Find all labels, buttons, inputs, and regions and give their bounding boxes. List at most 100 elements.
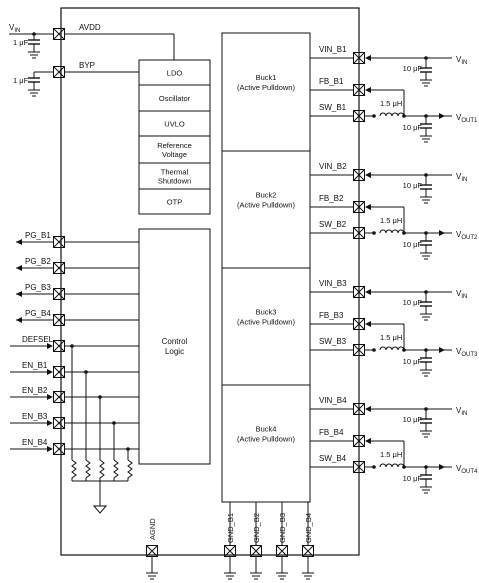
- inductor: [379, 112, 405, 117]
- arrow-icon: [439, 347, 445, 353]
- arrow-icon: [365, 204, 371, 210]
- pin-fb-b1: [353, 84, 365, 96]
- pin-gnd-b3: [276, 545, 288, 557]
- pin-x: [53, 236, 65, 248]
- pin-byp-label: BYP: [79, 61, 95, 70]
- arrow-icon: [365, 55, 371, 61]
- pin-pg-b1: [53, 236, 65, 248]
- arrow-icon: [365, 406, 371, 412]
- arrow-icon: [16, 265, 22, 271]
- pin-x: [53, 288, 65, 300]
- pin-sw-b1: [353, 110, 365, 122]
- junction-dot: [372, 348, 376, 352]
- pin-x: [250, 545, 262, 557]
- pin-sw-b2: [353, 227, 365, 239]
- pin-x: [353, 403, 365, 415]
- vout-rail-label: VOUT4: [456, 464, 478, 475]
- gnd-label: GND_B3: [278, 513, 287, 543]
- pin-x: [53, 66, 65, 78]
- block-0: LDO: [167, 69, 183, 78]
- pin-sw-b3: [353, 344, 365, 356]
- en-label: EN_B3: [22, 412, 48, 421]
- pulldown-resistor: [85, 459, 91, 481]
- pin-x: [353, 84, 365, 96]
- en-label: EN_B4: [22, 438, 48, 447]
- pin-pg-b3: [53, 288, 65, 300]
- inductor-label: 1.5 μH: [380, 216, 402, 225]
- pin-fb-b2: [353, 201, 365, 213]
- pin-en-b3: [53, 417, 65, 429]
- inductor-label: 1.5 μH: [380, 99, 402, 108]
- vin-rail-label: VIN: [456, 406, 467, 417]
- pin-x: [53, 366, 65, 378]
- pin-x: [302, 545, 314, 557]
- vin-rail-label: VIN: [456, 172, 467, 183]
- pin-vin-b3: [353, 286, 365, 298]
- gnd-label: GND_B2: [252, 513, 261, 543]
- cap-out-label: 10 μF: [403, 474, 423, 483]
- pin-x: [353, 227, 365, 239]
- pin-en-b1: [53, 366, 65, 378]
- en-label: EN_B1: [22, 361, 48, 370]
- arrow-icon: [365, 321, 371, 327]
- input-vin-label: VIN: [9, 23, 20, 34]
- sw-pin-label: SW_B4: [319, 454, 347, 463]
- junction-dot: [372, 114, 376, 118]
- arrow-icon: [439, 464, 445, 470]
- block-1: Oscillator: [159, 94, 191, 103]
- cap-in-label: 10 μF: [403, 298, 423, 307]
- sw-pin-label: SW_B3: [319, 337, 347, 346]
- pin-x: [53, 262, 65, 274]
- cap-out-label: 10 μF: [403, 240, 423, 249]
- agnd-label: AGND: [148, 518, 157, 540]
- internal-blocks: [138, 59, 211, 215]
- pg-label: PG_B4: [25, 309, 51, 318]
- pin-x: [353, 110, 365, 122]
- vout-rail-label: VOUT2: [456, 230, 478, 241]
- pin-x: [53, 340, 65, 352]
- en-label: DEFSEL: [22, 335, 54, 344]
- input-cap1-label: 1 μF: [13, 38, 29, 47]
- buck4-title: Buck4(Active Pulldown): [237, 425, 295, 444]
- pin-x: [53, 417, 65, 429]
- pulldown-resistor: [99, 459, 105, 481]
- arrow-icon: [47, 446, 53, 452]
- cap-in-label: 10 μF: [403, 181, 423, 190]
- block-5: OTP: [167, 198, 182, 207]
- arrow-icon: [47, 420, 53, 426]
- sw-pin-label: SW_B1: [319, 103, 347, 112]
- pin-avdd: [53, 28, 65, 40]
- fb-pin-label: FB_B4: [319, 428, 344, 437]
- arrow-icon: [47, 369, 53, 375]
- block-2: UVLO: [164, 120, 185, 129]
- ground-icon: [92, 505, 108, 514]
- arrow-icon: [16, 317, 22, 323]
- pulldown-resistor: [71, 459, 77, 481]
- fb-pin-label: FB_B2: [319, 194, 344, 203]
- cap-out-label: 10 μF: [403, 357, 423, 366]
- pin-x: [353, 344, 365, 356]
- pin-pg-b4: [53, 314, 65, 326]
- vin-rail-label: VIN: [456, 289, 467, 300]
- vin-rail-label: VIN: [456, 55, 467, 66]
- input-cap2-label: 1 μF: [13, 76, 29, 85]
- arrow-icon: [47, 343, 53, 349]
- inductor: [379, 463, 405, 468]
- pin-x: [353, 201, 365, 213]
- pin-x: [353, 169, 365, 181]
- arrow-icon: [47, 394, 53, 400]
- inductor-label: 1.5 μH: [380, 333, 402, 342]
- pulldown-resistor: [113, 459, 119, 481]
- buck3-title: Buck3(Active Pulldown): [237, 308, 295, 327]
- pg-label: PG_B3: [25, 283, 51, 292]
- pin-x: [146, 545, 158, 557]
- pin-en-b2: [53, 391, 65, 403]
- arrow-icon: [365, 438, 371, 444]
- arrow-icon: [439, 113, 445, 119]
- arrow-icon: [365, 172, 371, 178]
- arrow-icon: [16, 291, 22, 297]
